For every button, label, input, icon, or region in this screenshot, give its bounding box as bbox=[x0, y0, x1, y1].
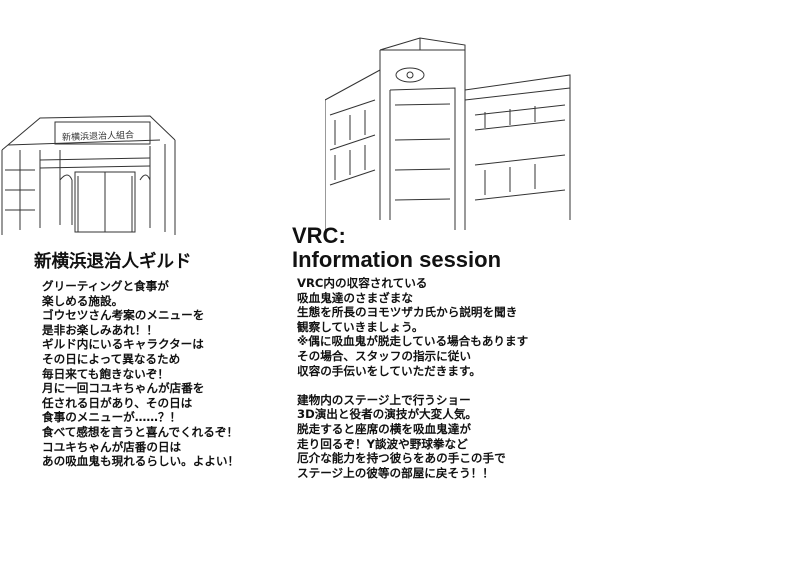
description-line: ステージ上の彼等の部屋に戻そう！！ bbox=[297, 465, 494, 480]
description-line: 食事のメニューが……？！ bbox=[42, 410, 182, 425]
description-line: ゴウセツさん考案のメニューを bbox=[42, 308, 205, 323]
description-line: ギルド内にいるキャラクターは bbox=[42, 337, 204, 352]
description-line: コユキちゃんが店番の日は bbox=[42, 439, 182, 454]
guild-description: グリーティングと食事が楽しめる施設。ゴウセツさん考案のメニューを是非お楽しみあれ… bbox=[42, 279, 239, 469]
description-line: 楽しめる施設。 bbox=[42, 293, 124, 308]
description-line: グリーティングと食事が bbox=[42, 279, 169, 293]
description-line: 毎日来ても飽きないぞ！ bbox=[42, 366, 169, 381]
description-line: 走り回るぞ！Y談波や野球拳など bbox=[297, 436, 468, 451]
guild-sign-text: 新横浜退治人組合 bbox=[61, 130, 135, 144]
description-line: 厄介な能力を持つ彼らをあの手この手で bbox=[297, 451, 506, 466]
description-line: あの吸血鬼も現れるらしい。よよい！ bbox=[42, 454, 240, 469]
description-line: 3D演出と役者の演技が大変人気。 bbox=[297, 407, 478, 422]
vrc-title-line1: VRC: bbox=[292, 223, 346, 248]
description-line: 月に一回コユキちゃんが店番を bbox=[42, 381, 205, 396]
vrc-building-sketch bbox=[325, 37, 571, 235]
guild-title: 新横浜退治人ギルド bbox=[34, 252, 192, 272]
guild-building-sketch bbox=[1, 115, 176, 235]
description-line: 建物内のステージ上で行うショー bbox=[297, 392, 471, 407]
vrc-title: VRC: Information session bbox=[292, 224, 501, 272]
description-line: 食べて感想を言うと喜んでくれるぞ！ bbox=[42, 424, 239, 439]
description-line: その日によって異なるため bbox=[42, 351, 181, 366]
vrc-title-line2: Information session bbox=[292, 247, 502, 272]
description-line: 収容の手伝いをしていただきます。 bbox=[297, 363, 481, 378]
description-line: 脱走すると座席の横を吸血鬼達が bbox=[297, 421, 471, 436]
description-line: 吸血鬼達のさまざまな bbox=[297, 290, 413, 305]
description-line: 任される日があり、その日は bbox=[42, 395, 193, 410]
vrc-description: VRC内の収容されている吸血鬼達のさまざまな生態を所長のヨモツザカ氏から説明を聞… bbox=[297, 276, 528, 480]
description-line: 是非お楽しみあれ！！ bbox=[42, 322, 158, 337]
description-line: ※偶に吸血鬼が脱走している場合もあります bbox=[297, 334, 529, 349]
description-line: その場合、スタッフの指示に従い bbox=[297, 348, 471, 363]
description-line: VRC内の収容されている bbox=[297, 276, 428, 290]
description-line: 観察していきましょう。 bbox=[297, 319, 424, 334]
description-line: 生態を所長のヨモツザカ氏から説明を聞き bbox=[297, 305, 518, 320]
description-line bbox=[297, 378, 528, 393]
